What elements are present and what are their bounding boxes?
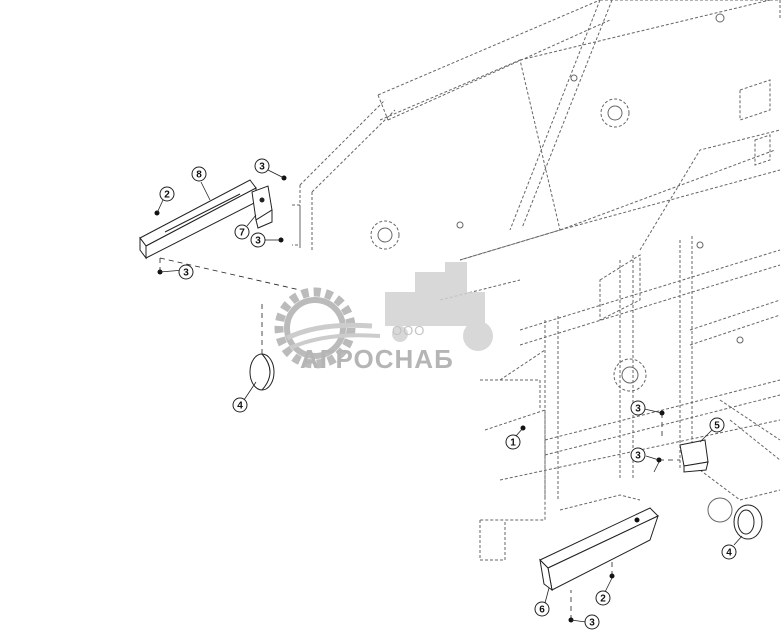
svg-text:3: 3 xyxy=(259,162,265,173)
gear-icon xyxy=(274,287,381,369)
assembly-guides xyxy=(159,257,680,620)
bracket-part-8 xyxy=(139,179,257,260)
callout-3: 3 xyxy=(653,461,660,473)
callout-8: 8 xyxy=(191,166,211,201)
callout-6: 6 xyxy=(534,587,550,617)
mount-plate-part-7 xyxy=(251,185,273,229)
clamp-part-5 xyxy=(679,439,709,473)
callout-3: 3 xyxy=(630,400,663,416)
bracket-part-6 xyxy=(539,507,659,592)
svg-text:2: 2 xyxy=(164,190,170,201)
callout-3: 3 xyxy=(570,614,600,630)
callout-2: 2 xyxy=(595,577,613,606)
svg-text:5: 5 xyxy=(714,421,720,432)
watermark-small-text: ООО xyxy=(392,323,425,338)
svg-text:3: 3 xyxy=(635,404,641,415)
svg-text:2: 2 xyxy=(600,594,606,605)
svg-text:6: 6 xyxy=(539,605,545,616)
svg-text:4: 4 xyxy=(726,548,732,559)
svg-text:7: 7 xyxy=(239,228,245,239)
harvester-icon xyxy=(385,262,493,351)
svg-text:3: 3 xyxy=(183,268,189,279)
callout-4: 4 xyxy=(721,535,743,560)
callout-3: 3 xyxy=(254,158,285,179)
callout-7: 7 xyxy=(234,214,257,240)
frame-wheels xyxy=(370,13,744,523)
callout-2: 2 xyxy=(156,186,175,214)
svg-text:3: 3 xyxy=(589,618,595,629)
callout-4: 4 xyxy=(232,381,257,413)
callout-3: 3 xyxy=(159,264,194,280)
callout-5: 5 xyxy=(699,417,725,443)
callout-3: 3 xyxy=(250,232,281,248)
callout-1: 1 xyxy=(505,427,524,450)
svg-text:1: 1 xyxy=(510,438,516,449)
pad-part-4-left xyxy=(249,353,275,391)
svg-text:3: 3 xyxy=(255,236,261,247)
machine-frame xyxy=(292,0,781,561)
svg-text:8: 8 xyxy=(196,170,202,181)
callout-3: 3 xyxy=(630,447,660,463)
watermark-title-text: АГРОСНАБ xyxy=(300,344,454,374)
svg-text:3: 3 xyxy=(635,451,641,462)
pad-part-4-right xyxy=(733,504,763,540)
callouts: 8 2 3 3 7 3 3 xyxy=(156,158,743,630)
watermark: ООО АГРОСНАБ xyxy=(274,262,493,374)
svg-text:4: 4 xyxy=(237,401,243,412)
